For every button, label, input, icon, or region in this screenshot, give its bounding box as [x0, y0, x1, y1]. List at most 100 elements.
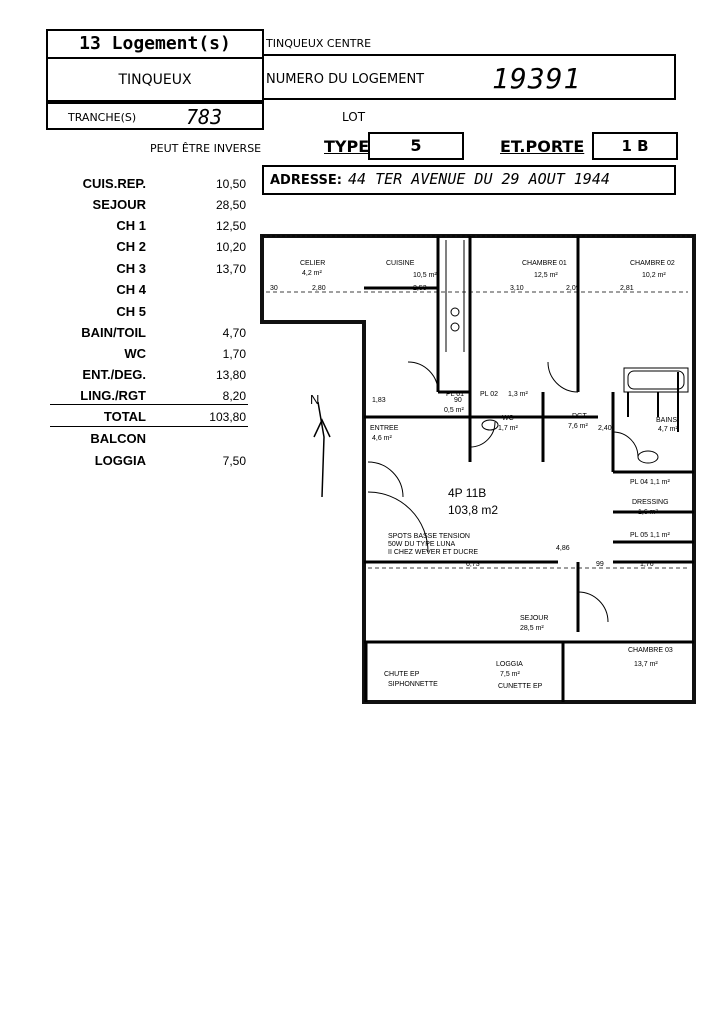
surface-value: 7,50 [222, 454, 246, 468]
surface-label: CH 4 [116, 282, 146, 297]
surface-label: CH 5 [116, 304, 146, 319]
room-wc: WC [502, 415, 514, 422]
room-dgt: DGT [572, 413, 588, 420]
surface-value: 103,80 [209, 410, 246, 424]
site-name: TINQUEUX CENTRE [266, 37, 372, 50]
adresse-label: ADRESSE: [270, 173, 342, 188]
numero-label: NUMERO DU LOGEMENT [266, 72, 425, 87]
room-sejour: SEJOUR [520, 615, 548, 622]
surface-label: TOTAL [103, 409, 146, 424]
logement-count-box: 13 Logement(s) [46, 29, 264, 59]
room-loggia-area: 7,5 m² [500, 671, 521, 678]
room-cuisine-area: 10,5 m² [413, 272, 437, 279]
room-pl01: PL 01 [446, 391, 464, 398]
commune-box: TINQUEUX [46, 58, 264, 102]
room-entree: ENTREE [370, 425, 399, 432]
numero-value: 19391 [492, 62, 582, 95]
room-pl04: PL 04 1,1 m² [630, 479, 670, 486]
dim-9: 4,86 [556, 545, 570, 552]
surface-value: 8,20 [222, 389, 246, 403]
adresse-value: 44 TER AVENUE DU 29 AOUT 1944 [348, 170, 610, 188]
tranche-label: TRANCHE(S) [68, 111, 137, 124]
room-pl02: PL 02 [480, 391, 498, 398]
dim-8: 2,09 [566, 285, 580, 292]
surface-value: 12,50 [215, 219, 246, 233]
surface-label: LING./RGT [80, 388, 146, 403]
dim-6: 6,73 [466, 561, 480, 568]
room-cuisine: CUISINE [386, 260, 415, 267]
surface-value: 13,70 [215, 262, 246, 276]
tranche-box: TRANCHE(S) 783 [46, 102, 264, 130]
inverse-label: PEUT ÊTRE INVERSE [150, 142, 262, 155]
commune: TINQUEUX [118, 72, 192, 88]
room-pl05: PL 05 1,1 m² [630, 532, 670, 539]
room-bains-area: 4,7 m² [658, 426, 679, 433]
floor-plan: CELIER 4,2 m² CUISINE 10,5 m² CHAMBRE 01… [260, 234, 696, 704]
surface-value: 4,70 [222, 326, 246, 340]
room-small-area: 0,5 m² [444, 407, 465, 414]
room-pl02-area: 1,3 m² [508, 391, 529, 398]
type-box: 5 [368, 132, 464, 160]
surface-value: 10,50 [215, 177, 246, 191]
room-entree-area: 4,6 m² [372, 435, 393, 442]
room-celier-area: 4,2 m² [302, 270, 323, 277]
room-dressing-area: 1,6 m² [638, 509, 659, 516]
surface-label: SEJOUR [92, 197, 146, 212]
surface-label: ENT./DEG. [82, 367, 146, 382]
room-sejour-area: 28,5 m² [520, 625, 544, 632]
surface-label: CUIS.REP. [82, 176, 146, 191]
etporte-box: 1 B [592, 132, 678, 160]
numero-box: NUMERO DU LOGEMENT 19391 [262, 54, 676, 100]
etporte-label: ET.PORTE [500, 137, 585, 156]
surface-label: CH 2 [116, 239, 146, 254]
gutter-siphon: SIPHONNETTE [388, 681, 438, 688]
dim-11: 30 [270, 285, 278, 292]
room-chambre01: CHAMBRE 01 [522, 260, 567, 267]
room-chambre03-area: 13,7 m² [634, 661, 658, 668]
surface-value: 1,70 [222, 347, 246, 361]
etporte-value: 1 B [621, 137, 649, 155]
surface-value: 10,20 [215, 240, 246, 254]
north-label: N [310, 392, 319, 407]
spots-note-1: SPOTS BASSE TENSION [388, 533, 470, 540]
center-area: 103,8 m2 [448, 503, 498, 517]
room-celier: CELIER [300, 260, 325, 267]
lot-label: LOT [342, 110, 366, 124]
center-label: 4P 11B [448, 486, 486, 500]
surface-label: CH 1 [116, 218, 146, 233]
gutter-chute: CHUTE EP [384, 671, 420, 678]
dim-13: 99 [596, 561, 604, 568]
surface-label: CH 3 [116, 261, 146, 276]
room-loggia: LOGGIA [496, 661, 523, 668]
room-chambre02-area: 10,2 m² [642, 272, 666, 279]
room-wc-area: 1,7 m² [498, 425, 519, 432]
spots-note-3: II CHEZ WEVER ET DUCRE [388, 549, 478, 556]
room-bains: BAINS [656, 417, 677, 424]
surface-label: LOGGIA [94, 453, 146, 468]
tranche-value: 783 [186, 105, 223, 129]
adresse-box: ADRESSE: 44 TER AVENUE DU 29 AOUT 1944 [262, 165, 676, 195]
dim-10: 2,40 [598, 425, 612, 432]
room-dgt-area: 7,6 m² [568, 423, 589, 430]
room-chambre02: CHAMBRE 02 [630, 260, 675, 267]
surface-value: 13,80 [215, 368, 246, 382]
room-chambre01-area: 12,5 m² [534, 272, 558, 279]
room-dressing: DRESSING [632, 499, 669, 506]
dim-7: 1,76 [640, 561, 654, 568]
dim-3: 3,10 [510, 285, 524, 292]
total-rule-top [50, 404, 248, 405]
room-chambre03: CHAMBRE 03 [628, 647, 673, 654]
dim-5: 1,83 [372, 397, 386, 404]
surface-label: WC [124, 346, 146, 361]
dim-12: 90 [454, 397, 462, 404]
dim-1: 2,80 [312, 285, 326, 292]
surface-value: 28,50 [215, 198, 246, 212]
surface-label: BALCON [90, 431, 146, 446]
dim-2: 2,53 [413, 285, 427, 292]
logement-count: 13 Logement(s) [79, 33, 231, 54]
surface-label: BAIN/TOIL [81, 325, 146, 340]
gutter-cunette: CUNETTE EP [498, 683, 543, 690]
type-label: TYPE [324, 137, 370, 156]
type-value: 5 [410, 136, 422, 155]
total-rule-bottom [50, 426, 248, 427]
